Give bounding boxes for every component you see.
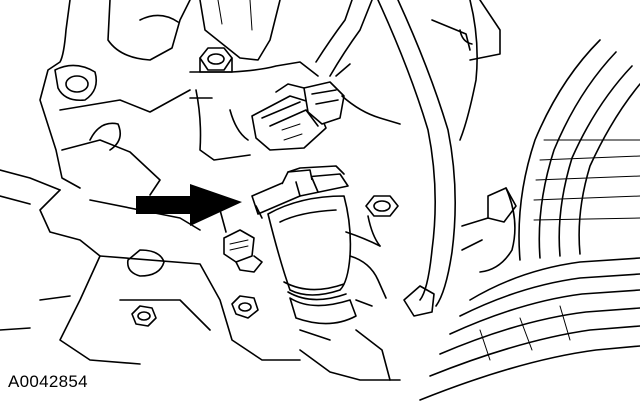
upper-bolt bbox=[199, 47, 233, 73]
filter-housing bbox=[267, 195, 387, 325]
figure-id-label: A0042854 bbox=[8, 372, 88, 391]
canister-bolt bbox=[365, 195, 399, 247]
threaded-stud bbox=[223, 229, 263, 273]
right-fittings bbox=[355, 0, 517, 381]
wiring-harness bbox=[315, 0, 401, 125]
lower-bolt bbox=[231, 295, 259, 319]
left-bolt bbox=[131, 305, 157, 327]
drive-belt-pulley bbox=[419, 39, 640, 401]
callout-arrow-icon bbox=[136, 184, 242, 226]
coolant-tube bbox=[377, 0, 478, 307]
electrical-connector bbox=[251, 81, 345, 151]
hose-clamp bbox=[251, 165, 349, 219]
engine-block-housing bbox=[39, 0, 281, 196]
mounting-bracket bbox=[189, 61, 319, 161]
